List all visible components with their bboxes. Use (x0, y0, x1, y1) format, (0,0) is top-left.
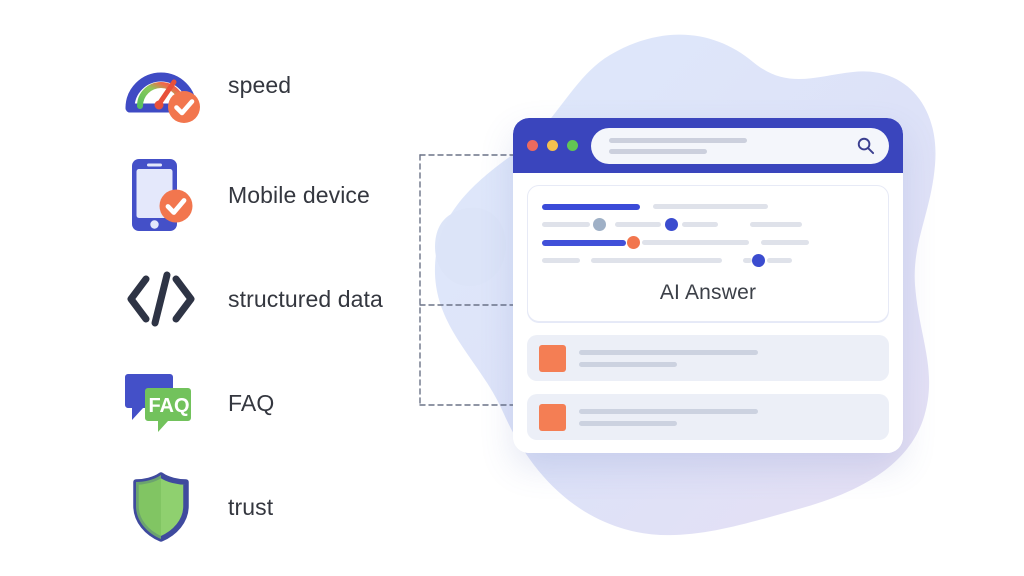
search-result-row[interactable] (527, 335, 889, 381)
ai-answer-card[interactable]: AI Answer (527, 185, 889, 322)
ai-seg (542, 203, 640, 210)
feature-label-trust: trust (228, 493, 274, 520)
ai-seg (767, 258, 792, 263)
mobile-phone-icon (118, 152, 204, 238)
result-thumbnail (539, 403, 566, 431)
ai-bullet-blue-2 (752, 254, 765, 267)
search-placeholder-lines (609, 137, 855, 154)
ai-seg (682, 222, 718, 227)
ai-seg (542, 222, 590, 227)
ai-seg (750, 222, 802, 227)
ai-answer-label: AI Answer (659, 281, 757, 304)
browser-title-bar (513, 118, 903, 173)
browser-content: AI Answer (513, 173, 903, 453)
ai-seg (642, 240, 749, 245)
search-placeholder-line-2 (609, 148, 708, 154)
window-minimize-button[interactable] (547, 140, 558, 151)
ai-line-row-3 (542, 236, 874, 249)
feature-list: speed Mobile device (0, 0, 420, 576)
ai-line-row-4 (542, 254, 874, 267)
ai-bullet-blue-1 (665, 218, 678, 231)
ai-line-row-1 (542, 200, 874, 213)
ai-seg (743, 258, 752, 263)
result-title-line (579, 408, 758, 414)
feature-row-mobile-device[interactable]: Mobile device (118, 152, 370, 238)
window-close-button[interactable] (527, 140, 538, 151)
ai-seg (653, 204, 768, 209)
feature-label-faq: FAQ (228, 389, 275, 416)
feature-label-structured-data: structured data (228, 285, 383, 312)
ai-bullet-orange (627, 236, 640, 249)
search-input[interactable] (591, 127, 889, 164)
feature-row-faq[interactable]: FAQ FAQ (118, 360, 274, 446)
browser-illustration: AI Answer (415, 0, 1024, 576)
chat-bubbles-faq-icon: FAQ (118, 360, 204, 446)
result-text-lines (579, 349, 877, 367)
search-result-row[interactable] (527, 394, 889, 440)
ai-seg (542, 239, 626, 246)
ai-line-row-2 (542, 218, 874, 231)
window-maximize-button[interactable] (567, 140, 578, 151)
ai-seg (591, 258, 722, 263)
ai-bullet-slate (593, 218, 606, 231)
feature-label-speed: speed (228, 71, 292, 98)
result-subtitle-line (579, 361, 678, 367)
ai-seg (542, 258, 580, 263)
result-thumbnail (539, 344, 566, 372)
feature-row-trust[interactable]: trust (118, 464, 273, 550)
speedometer-icon (118, 42, 204, 128)
result-title-line (579, 349, 758, 355)
search-placeholder-line-1 (609, 137, 747, 143)
code-brackets-icon (118, 256, 204, 342)
result-subtitle-line (579, 420, 678, 426)
magnifier-icon[interactable] (855, 136, 875, 155)
result-text-lines (579, 408, 877, 426)
ai-seg (615, 222, 661, 227)
shield-icon (118, 464, 204, 550)
faq-badge-text: FAQ (148, 395, 189, 417)
feature-row-structured-data[interactable]: structured data (118, 256, 383, 342)
ai-seg (761, 240, 809, 245)
browser-window: AI Answer (513, 118, 903, 453)
feature-row-speed[interactable]: speed (118, 42, 291, 128)
feature-label-mobile-device: Mobile device (228, 181, 370, 208)
